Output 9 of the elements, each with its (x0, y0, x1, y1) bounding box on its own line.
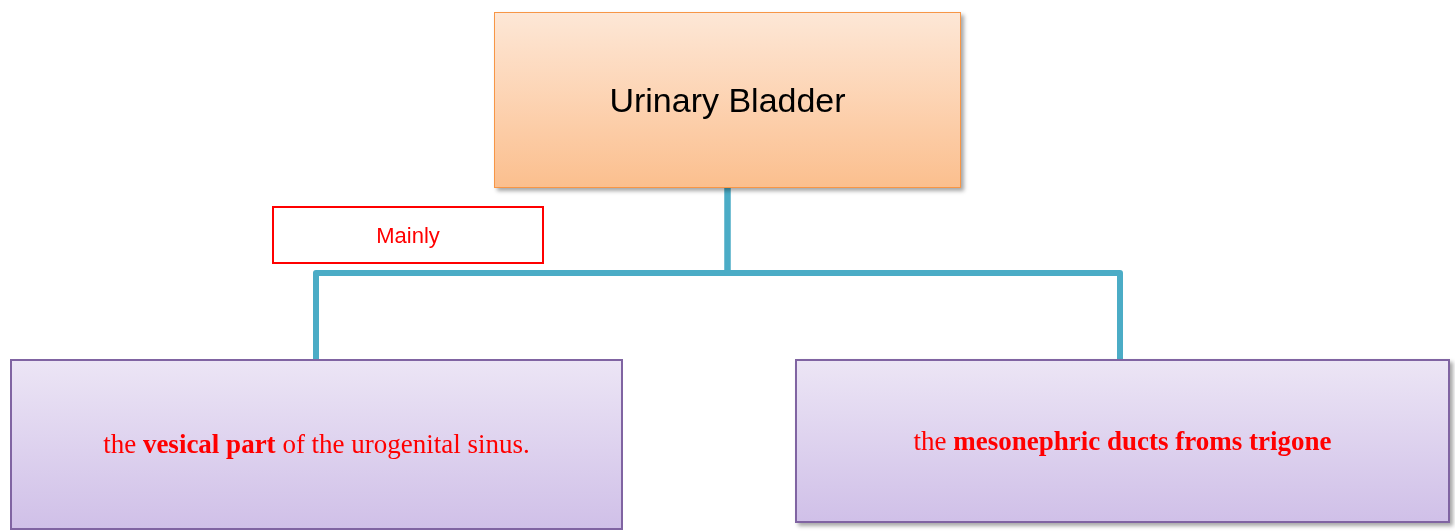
process-box (795, 359, 1450, 523)
box-text: the mesonephric ducts froms trigone (913, 424, 1332, 458)
title-box (494, 12, 961, 188)
box-text: Mainly (376, 221, 440, 250)
connector-line (724, 188, 1123, 359)
box-text: the vesical part of the urogenital sinus. (103, 428, 530, 462)
box-text: Urinary Bladder (609, 79, 846, 121)
note-box (272, 206, 544, 264)
process-box (10, 359, 623, 530)
